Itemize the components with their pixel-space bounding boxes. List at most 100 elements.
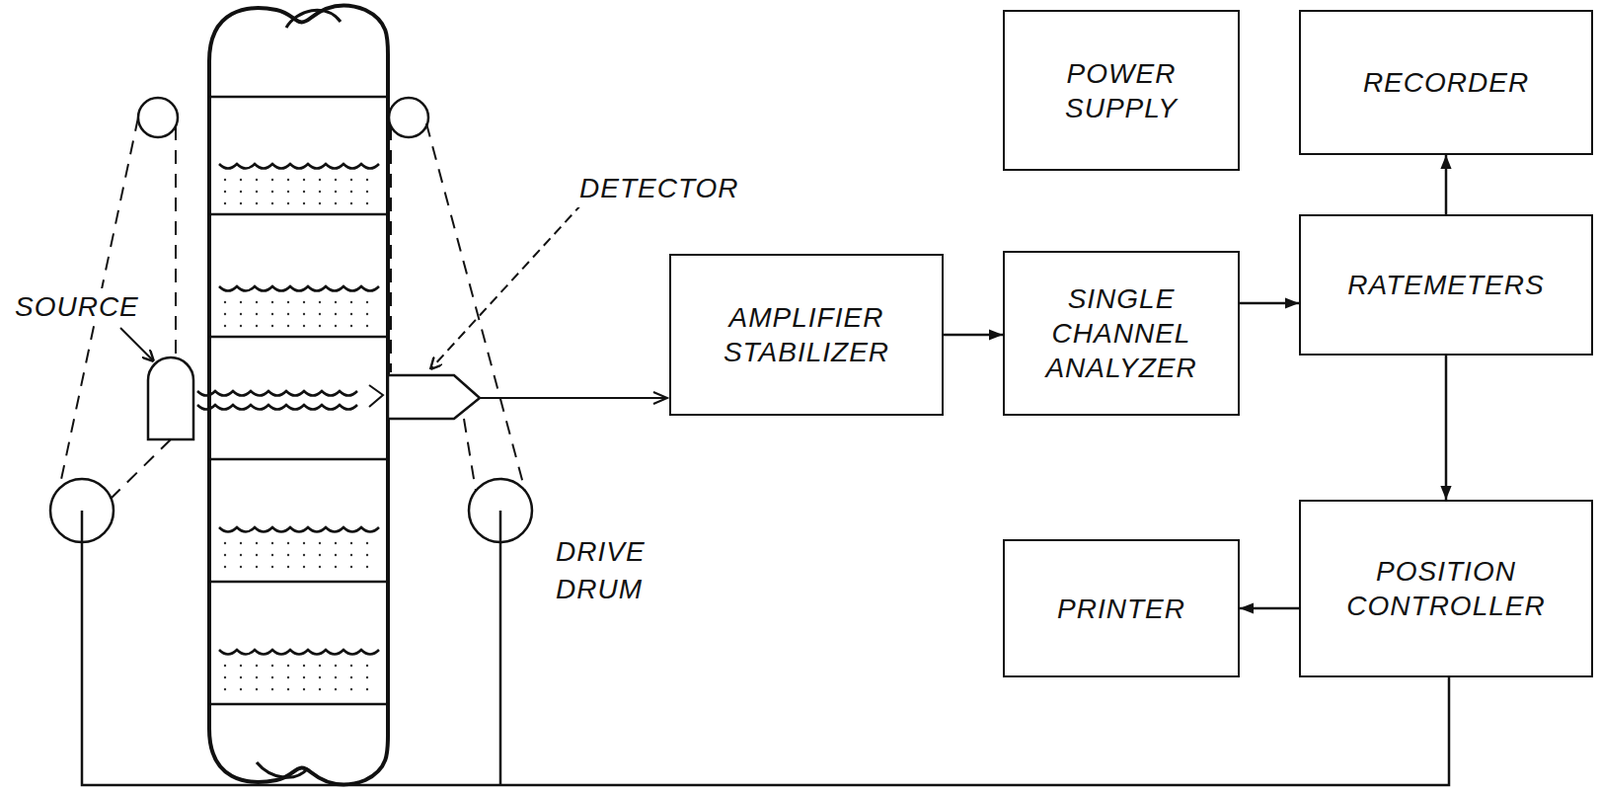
froth-dot [303, 312, 305, 315]
tray-plate [209, 335, 388, 339]
froth-dot [271, 324, 274, 327]
froth-dot [303, 565, 305, 568]
froth-dot [224, 178, 227, 181]
froth-dot [224, 664, 227, 667]
froth-dot [271, 541, 274, 544]
froth-dot [255, 190, 258, 193]
froth-dot [303, 178, 305, 181]
froth-dot [350, 687, 353, 690]
froth-dot [366, 178, 369, 181]
froth-dot [224, 202, 227, 205]
froth-dot [287, 676, 290, 679]
froth-dot [239, 676, 242, 679]
froth-dot [239, 687, 242, 690]
liquid-surface [219, 163, 380, 169]
froth-dot [350, 664, 353, 667]
froth-dot [334, 324, 337, 327]
froth-dot [334, 178, 337, 181]
froth-dot [271, 565, 274, 568]
froth-dot [287, 202, 290, 205]
froth-dot [318, 324, 321, 327]
froth-dot [271, 190, 274, 193]
froth-dot [224, 553, 227, 556]
radiation-beam [197, 404, 358, 410]
froth-dot [255, 676, 258, 679]
froth-dot [366, 190, 369, 193]
froth-dot [366, 553, 369, 556]
column-cap [209, 5, 388, 62]
froth-dot [239, 324, 242, 327]
froth-dot [318, 301, 321, 304]
froth-dot [366, 676, 369, 679]
froth-dot [350, 178, 353, 181]
froth-dot [287, 565, 290, 568]
froth-dot [334, 687, 337, 690]
block-box: RATEMETERS [1298, 214, 1594, 356]
froth-dot [271, 664, 274, 667]
froth-dot [350, 190, 353, 193]
froth-dot [334, 565, 337, 568]
radiation-beam [197, 390, 358, 396]
froth-dot [334, 664, 337, 667]
froth-dot [255, 202, 258, 205]
froth-dot [224, 324, 227, 327]
froth-dot [318, 541, 321, 544]
froth-dot [271, 553, 274, 556]
froth-dot [271, 202, 274, 205]
box-label: RECORDER [1363, 65, 1529, 100]
box-label: PRINTER [1057, 591, 1186, 626]
column-cap [256, 761, 308, 777]
froth-dot [271, 687, 274, 690]
froth-dot [334, 676, 337, 679]
box-label: SINGLE CHANNEL ANALYZER [1022, 281, 1220, 385]
froth-dot [303, 301, 305, 304]
froth-dot [239, 312, 242, 315]
froth-dot [271, 301, 274, 304]
block-box: AMPLIFIER STABILIZER [669, 253, 944, 416]
leader-line [120, 327, 154, 362]
froth-dot [271, 676, 274, 679]
block-box: PRINTER [1002, 538, 1240, 678]
part-label: DETECTOR [576, 169, 743, 208]
drive-cable [174, 126, 177, 358]
froth-dot [239, 565, 242, 568]
drive-cable [426, 123, 526, 491]
froth-dot [318, 676, 321, 679]
froth-dot [350, 301, 353, 304]
drive-cable [110, 439, 171, 499]
pulley [138, 97, 178, 138]
liquid-surface [219, 649, 380, 655]
tray-plate [209, 213, 388, 217]
froth-dot [350, 553, 353, 556]
froth-dot [239, 553, 242, 556]
signal-wire [653, 391, 668, 404]
froth-dot [255, 301, 258, 304]
froth-dot [350, 565, 353, 568]
froth-dot [287, 178, 290, 181]
froth-dot [318, 178, 321, 181]
froth-dot [255, 178, 258, 181]
froth-dot [366, 687, 369, 690]
box-label: AMPLIFIER STABILIZER [692, 300, 920, 370]
froth-dot [318, 202, 321, 205]
froth-dot [287, 553, 290, 556]
tray-plate [209, 457, 388, 461]
froth-dot [334, 301, 337, 304]
froth-dot [255, 541, 258, 544]
tray-plate [209, 580, 388, 584]
signal-arrow [1445, 355, 1448, 500]
source-holder [148, 357, 194, 440]
tray-plate [209, 702, 388, 706]
froth-dot [318, 190, 321, 193]
signal-wire [479, 396, 668, 399]
froth-dot [334, 202, 337, 205]
box-label: POSITION CONTROLLER [1322, 553, 1570, 623]
froth-dot [366, 301, 369, 304]
radiation-beam [369, 384, 383, 407]
froth-dot [255, 324, 258, 327]
column-cap [286, 9, 341, 28]
pulley [388, 97, 429, 138]
drive-cable [389, 126, 392, 373]
column-cap [209, 728, 388, 784]
drive-cable [463, 418, 476, 491]
